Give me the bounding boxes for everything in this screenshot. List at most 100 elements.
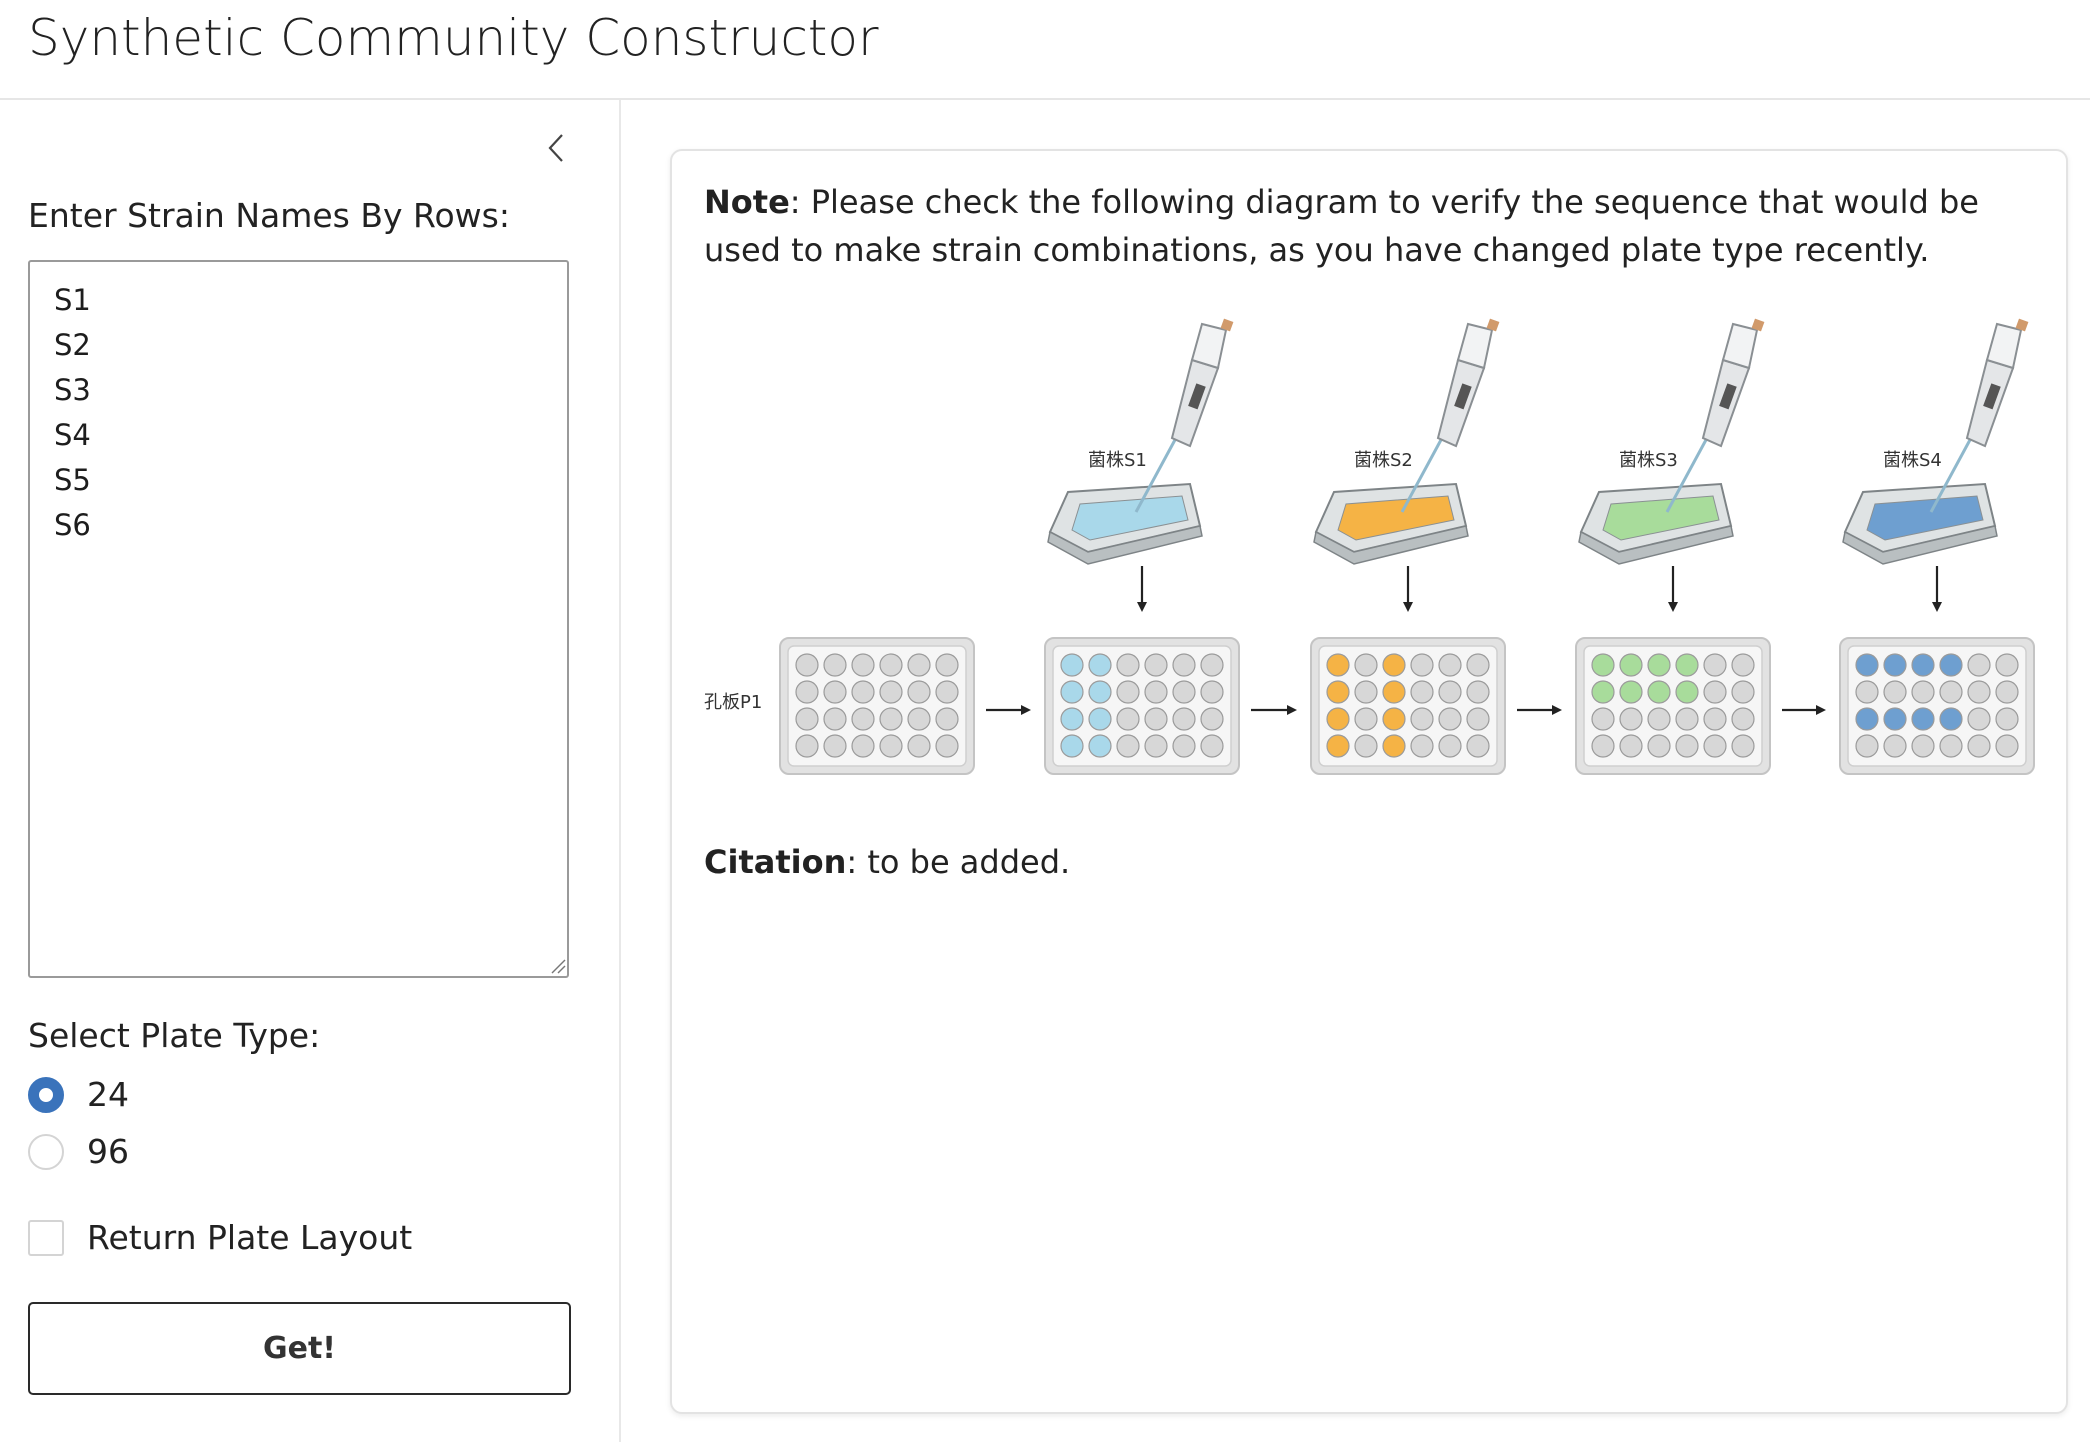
collapse-sidebar-button[interactable] <box>540 130 576 166</box>
pipette-handle <box>1190 322 1228 370</box>
plate-well <box>935 734 959 758</box>
plate-well <box>1354 707 1378 731</box>
plate-well <box>1675 653 1699 677</box>
flow-arrow-head <box>1552 705 1562 715</box>
strain-label: 菌株S3 <box>1619 450 1678 471</box>
plate-well <box>907 680 931 704</box>
plate-well <box>851 734 875 758</box>
flow-arrow-head <box>1021 705 1031 715</box>
plate-well <box>1466 707 1490 731</box>
plate-well <box>1200 680 1224 704</box>
plate-well <box>1354 653 1378 677</box>
header-divider <box>0 98 2090 100</box>
plate-well <box>1382 734 1406 758</box>
plate-well <box>851 707 875 731</box>
plate-well <box>1995 680 2019 704</box>
plate-well <box>1172 707 1196 731</box>
plate-well <box>1855 734 1879 758</box>
plate-well <box>907 707 931 731</box>
pipette-plunger <box>2015 318 2029 332</box>
plate-well <box>1438 680 1462 704</box>
plate-well <box>1591 707 1615 731</box>
resize-grip-icon[interactable] <box>550 958 566 974</box>
plate-well <box>1731 680 1755 704</box>
strain-names-textarea[interactable] <box>28 260 569 978</box>
plate-well <box>935 653 959 677</box>
plate-well <box>823 653 847 677</box>
plate-well <box>1647 680 1671 704</box>
pipette-tip <box>1134 437 1178 513</box>
plate-well <box>1200 734 1224 758</box>
plate-option-24-label: 24 <box>87 1075 129 1114</box>
reservoir-base <box>1578 525 1734 565</box>
plate-well <box>1144 734 1168 758</box>
plate-well <box>1060 653 1084 677</box>
plate-well <box>1438 734 1462 758</box>
plate-well <box>1619 707 1643 731</box>
down-arrow-head <box>1932 602 1942 612</box>
plate-well <box>1088 680 1112 704</box>
plate-well <box>935 707 959 731</box>
plate-well <box>1591 734 1615 758</box>
plate-well <box>1703 653 1727 677</box>
plate-well <box>1200 653 1224 677</box>
plate-well <box>1144 680 1168 704</box>
plate-well <box>1172 734 1196 758</box>
return-plate-layout-checkbox[interactable] <box>28 1219 64 1256</box>
plate-well <box>795 734 819 758</box>
plate-well <box>795 680 819 704</box>
plate-well <box>795 707 819 731</box>
plate-well <box>1326 680 1350 704</box>
radio-button-96[interactable] <box>28 1133 64 1170</box>
pipette-display <box>1454 383 1472 410</box>
reservoir-liquid <box>1071 495 1189 541</box>
plate-well <box>1410 734 1434 758</box>
plate-well <box>1619 734 1643 758</box>
down-arrow-head <box>1137 602 1147 612</box>
note-label: Note <box>704 183 790 221</box>
sidebar-divider <box>619 100 621 1442</box>
strain-label: 菌株S4 <box>1883 450 1942 471</box>
plate-well <box>1855 653 1879 677</box>
plate-well <box>1939 680 1963 704</box>
plate-well <box>1172 680 1196 704</box>
plate-option-96[interactable]: 96 <box>28 1132 129 1171</box>
plate-well <box>1172 653 1196 677</box>
plate-well <box>1647 734 1671 758</box>
get-button[interactable]: Get! <box>28 1302 571 1395</box>
plate-well <box>1855 680 1879 704</box>
plate-well <box>1088 707 1112 731</box>
plate-well <box>823 680 847 704</box>
plate-option-24[interactable]: 24 <box>28 1075 129 1114</box>
plate-well <box>907 734 931 758</box>
plate-well <box>1144 653 1168 677</box>
plate-well <box>1466 680 1490 704</box>
chevron-left-icon <box>548 134 563 162</box>
plate-well <box>1911 707 1935 731</box>
plate-well <box>1731 707 1755 731</box>
plate-well <box>1967 707 1991 731</box>
plate-well <box>1647 707 1671 731</box>
plate-well <box>1883 653 1907 677</box>
flow-arrow-head <box>1816 705 1826 715</box>
plate-type-label: Select Plate Type: <box>28 1016 321 1055</box>
citation-label: Citation <box>704 843 847 881</box>
pipette-plunger <box>1220 318 1234 332</box>
plate-well <box>1675 707 1699 731</box>
plate-well <box>851 653 875 677</box>
pipette-display <box>1188 383 1206 410</box>
note-text: Note: Please check the following diagram… <box>704 178 2034 274</box>
main-card <box>670 149 2068 1414</box>
plate-well <box>1883 734 1907 758</box>
plate-well <box>907 653 931 677</box>
plate-well <box>1354 680 1378 704</box>
plate-well <box>1382 653 1406 677</box>
pipette-handle <box>1721 322 1759 370</box>
plate-well <box>1995 734 2019 758</box>
plate-well <box>1619 653 1643 677</box>
plate-well <box>1911 734 1935 758</box>
plate-well <box>879 653 903 677</box>
radio-button-24[interactable] <box>28 1076 64 1113</box>
return-plate-layout-option[interactable]: Return Plate Layout <box>28 1218 412 1257</box>
